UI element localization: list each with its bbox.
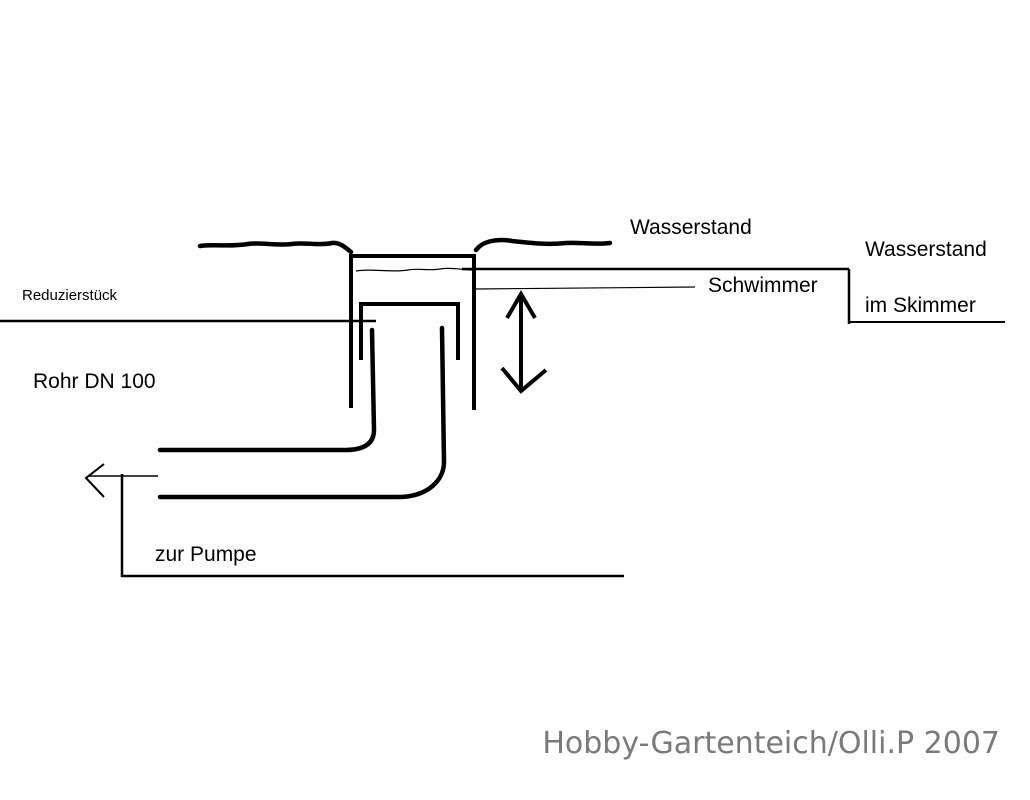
label-wasserstand: Wasserstand — [630, 216, 752, 239]
pipe-inner-wall — [157, 327, 377, 453]
skimmer-water-level — [355, 267, 473, 272]
skimmer-pot-outer-wall — [349, 254, 476, 410]
pipe-outer-wall — [157, 325, 447, 500]
label-reduzierstueck: Reduzierstück — [22, 287, 118, 304]
float-movement-arrow — [500, 290, 548, 394]
label-rohr: Rohr DN 100 — [33, 370, 156, 393]
float-pointer-line — [475, 286, 696, 290]
label-wasserstand-skimmer-1: Wasserstand — [865, 238, 987, 261]
watermark: Hobby-Gartenteich/Olli.P 2007 — [542, 726, 1000, 761]
flow-to-pump-arrow — [84, 463, 624, 578]
water-surface-left — [197, 240, 354, 255]
water-surface-right — [473, 237, 613, 253]
label-schwimmer: Schwimmer — [708, 274, 818, 297]
float-cap — [359, 302, 460, 360]
label-zur-pumpe: zur Pumpe — [155, 543, 257, 566]
label-wasserstand-skimmer-2: im Skimmer — [865, 294, 976, 317]
